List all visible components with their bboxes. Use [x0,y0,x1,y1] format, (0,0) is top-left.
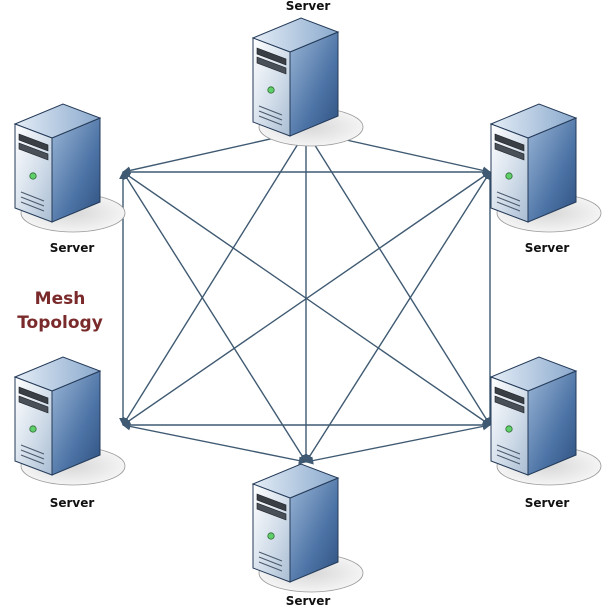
link-top-lower-left [122,130,307,426]
server-label-upper-left: Server [49,241,95,255]
link-top-lower-right [305,130,491,426]
diagram-title: Mesh Topology [10,287,110,335]
server-label-bottom: Server [285,594,331,608]
server-icon-upper-right [490,103,602,233]
server-label-upper-right: Server [524,241,570,255]
title-line-2: Topology [17,313,103,333]
server-label-lower-right: Server [524,496,570,510]
link-upper-right-bottom [305,171,491,463]
link-lower-left-bottom [122,422,307,465]
server-icon-lower-right [490,356,602,486]
server-icon-lower-left [14,356,126,486]
server-icon-upper-left [14,103,126,233]
server-icon-top [252,17,364,147]
link-lower-right-bottom [305,422,491,465]
server-icon-bottom [252,463,364,593]
server-label-top: Server [285,0,331,13]
server-label-lower-left: Server [49,496,95,510]
title-line-1: Mesh [34,289,86,309]
links-layer [119,128,494,465]
